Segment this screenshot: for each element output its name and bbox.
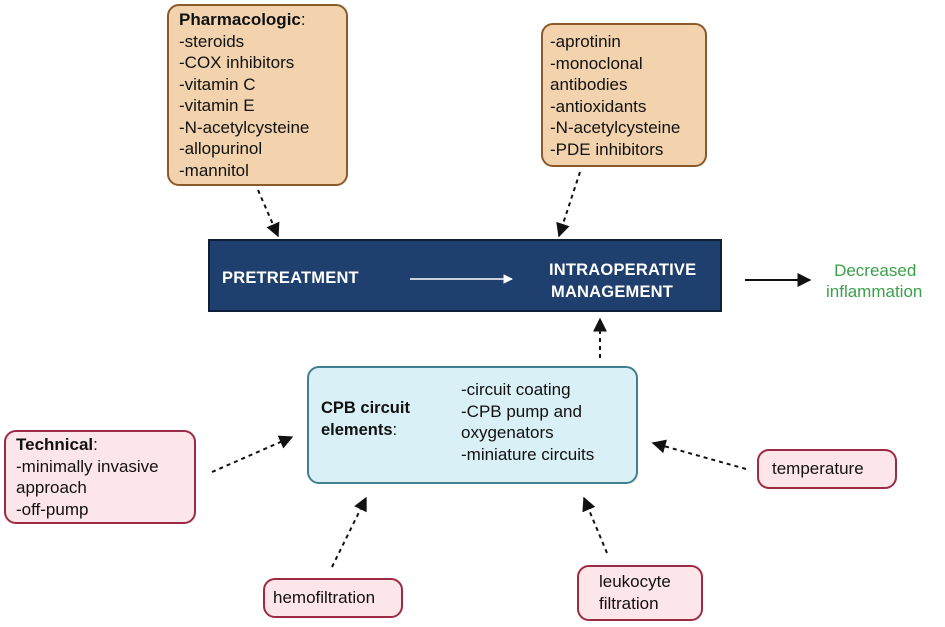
- leukocyte-filtration-box: [577, 565, 703, 621]
- pretreatment-label: PRETREATMENT: [222, 269, 359, 287]
- outcome-line: Decreased: [834, 261, 917, 280]
- cpb-item: -circuit coating: [461, 380, 571, 399]
- cpb-title-line: CPB circuit: [321, 399, 410, 417]
- intraop-agent-item: -PDE inhibitors: [550, 139, 664, 159]
- cpb-item: -miniature circuits: [461, 444, 595, 464]
- leukocyte-line: filtration: [599, 593, 659, 613]
- pharmacologic-item: -allopurinol: [179, 139, 263, 158]
- technical-item: -off-pump: [16, 499, 89, 519]
- cpb-title-word: elements: [321, 420, 393, 439]
- cpb-items: -circuit coating -CPB pump and oxygenato…: [461, 379, 594, 465]
- intraop-agent-item: -monoclonal: [550, 53, 643, 73]
- technical-title-line: Technical:: [16, 435, 98, 454]
- temperature-box: [757, 449, 897, 489]
- pharmacologic-item: -N-acetylcysteine: [179, 117, 310, 137]
- outcome-text: Decreased inflammation: [826, 260, 923, 302]
- arrow-technical-to-cpb: [211, 435, 294, 473]
- cpb-title: CPB circuit elements:: [321, 398, 410, 441]
- technical-title: Technical: [16, 435, 94, 454]
- arrow-hemofiltration-to-cpb: [331, 496, 367, 568]
- arrow-agents-to-band: [556, 171, 581, 238]
- outcome-line: inflammation: [826, 282, 923, 301]
- technical-box: [4, 430, 196, 524]
- technical-item: approach: [16, 478, 87, 497]
- arrow-leukocyte-to-cpb: [582, 496, 608, 554]
- cpb-title-line: elements:: [321, 420, 398, 439]
- intraop-agent-item: antibodies: [550, 75, 628, 94]
- arrow-temperature-to-cpb: [651, 439, 747, 470]
- pharmacologic-item: -COX inhibitors: [179, 53, 295, 72]
- intraop-agents-box: [541, 23, 707, 167]
- pharmacologic-item: -vitamin E: [179, 96, 255, 115]
- pharmacologic-title: Pharmacologic: [179, 10, 301, 29]
- intraoperative-line: MANAGEMENT: [551, 283, 674, 301]
- technical-text: Technical: -minimally invasive approach …: [16, 434, 159, 520]
- cpb-item: oxygenators: [461, 423, 554, 442]
- pharmacologic-text: Pharmacologic: -steroids -COX inhibitors…: [179, 9, 309, 181]
- cpb-item: -CPB pump and: [461, 401, 582, 421]
- temperature-label: temperature: [772, 459, 864, 478]
- intraoperative-line: INTRAOPERATIVE: [549, 261, 697, 279]
- pharmacologic-item: -steroids: [179, 31, 245, 51]
- intraop-agent-item: -N-acetylcysteine: [550, 118, 681, 137]
- technical-item: -minimally invasive: [16, 456, 159, 476]
- intraop-agent-item: -aprotinin: [550, 32, 621, 51]
- leukocyte-filtration-label: leukocyte filtration: [599, 571, 671, 614]
- arrow-pharmacologic-to-band: [257, 189, 280, 238]
- main-process-band: [208, 239, 722, 312]
- cpb-circuit-box: [307, 366, 638, 484]
- pharmacologic-title-line: Pharmacologic:: [179, 10, 306, 29]
- intraop-agent-item: -antioxidants: [550, 96, 647, 116]
- intraop-agents-text: -aprotinin -monoclonal antibodies -antio…: [550, 31, 680, 160]
- hemofiltration-label: hemofiltration: [273, 588, 376, 607]
- hemofiltration-box: [263, 578, 403, 618]
- pharmacologic-item: -mannitol: [179, 160, 249, 180]
- pharmacologic-box: [167, 4, 348, 186]
- intraoperative-label: INTRAOPERATIVE MANAGEMENT: [549, 259, 696, 303]
- leukocyte-line: leukocyte: [599, 572, 671, 591]
- pharmacologic-item: -vitamin C: [179, 74, 256, 94]
